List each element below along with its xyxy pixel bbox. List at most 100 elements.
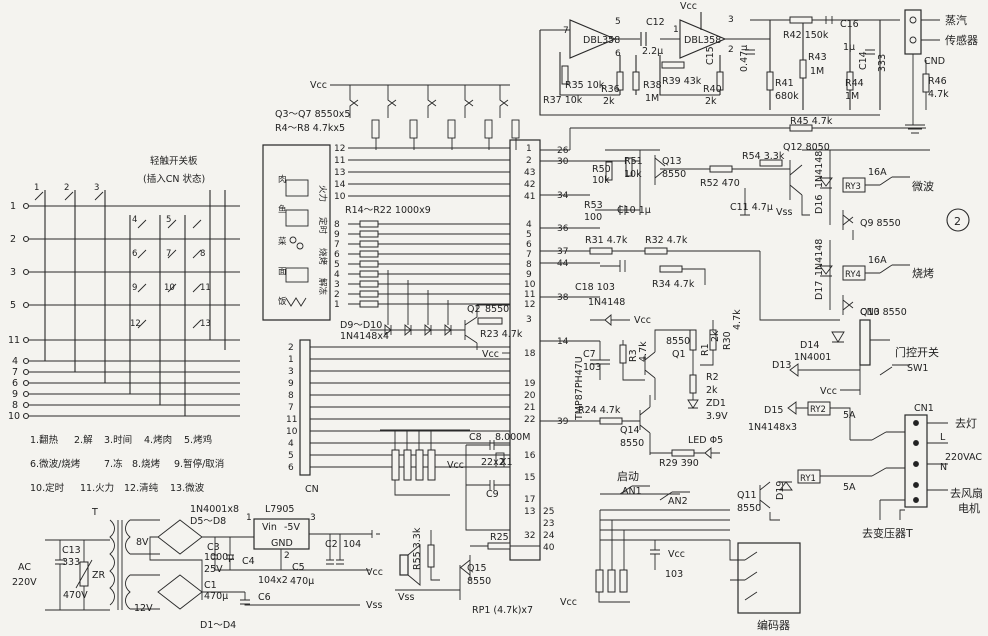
- legend-item: 8.烧烤: [132, 458, 161, 470]
- v5-label: -5V: [284, 522, 300, 533]
- mcu-pin: 41: [524, 192, 535, 202]
- crystal-section: C8 8.000M Vcc 22x2 X1 C9: [380, 429, 530, 531]
- r35-label: R35 10k: [565, 80, 605, 91]
- r25-label: R25: [490, 532, 509, 543]
- r38-value: 1M: [645, 93, 659, 104]
- vcc-label: Vcc: [310, 80, 327, 91]
- ac-label: AC: [18, 562, 31, 573]
- mcu-pin: 4: [526, 220, 532, 230]
- panel-label: 火力: [317, 185, 328, 202]
- row-label: 5: [10, 300, 16, 311]
- diodes-label: 1N4001x8: [190, 504, 239, 515]
- mcu-pin: 15: [524, 473, 535, 483]
- q15-value: 8550: [467, 576, 491, 587]
- mcu-pin: 22: [524, 415, 535, 425]
- seg-resistors-label: R14～R22 1000x9: [345, 205, 431, 216]
- keypad-title: 轻触开关板: [150, 155, 198, 167]
- vss-label: Vss: [776, 207, 792, 218]
- c13-value: 333: [62, 557, 80, 568]
- fuse-label: 5A: [843, 410, 856, 421]
- r45-label: R45 4.7k: [790, 116, 833, 127]
- mcu-pin: 17: [524, 495, 535, 505]
- r4-r8-label: R4～R8 4.7kx5: [275, 123, 345, 134]
- mcu-pin: 43: [524, 168, 535, 178]
- mcu-pin: 21: [524, 403, 535, 413]
- r53-label: R53: [584, 200, 603, 211]
- d17-label: D17: [814, 281, 825, 300]
- c3-voltage: 25V: [204, 564, 223, 575]
- legend-item: 10.定时: [30, 482, 65, 494]
- sw1-label: SW1: [907, 363, 928, 374]
- pin-number: 12: [334, 144, 345, 154]
- legend-item: 3.时间: [104, 434, 132, 446]
- legend-item: 1.翻热: [30, 434, 59, 446]
- r53-value: 100: [584, 212, 602, 223]
- pin: 3: [310, 513, 316, 523]
- vcc-label: Vcc: [668, 549, 685, 560]
- cn-pin: 6: [288, 463, 294, 473]
- ac-voltage-label: 220V: [12, 577, 37, 588]
- legend-item: 7.冻: [104, 458, 123, 470]
- mcu-pin: 7: [526, 250, 532, 260]
- zr-label: ZR: [92, 570, 106, 581]
- key-label: 4: [132, 215, 137, 225]
- r1-value: 2k: [710, 330, 721, 342]
- c8-label: C8: [469, 432, 482, 443]
- r34-label: R34 4.7k: [652, 279, 695, 290]
- key-label: 9: [132, 283, 137, 293]
- pin: 2: [284, 551, 290, 561]
- varistor-voltage: 470V: [63, 590, 88, 601]
- row-label: 9: [12, 389, 18, 400]
- d15-value: 1N4148x3: [748, 422, 797, 433]
- cn3-label: CN3: [860, 307, 880, 318]
- d13-label: D13: [772, 360, 791, 371]
- r23-label: R23 4.7k: [480, 329, 523, 340]
- mcu-pin: 38: [557, 293, 569, 303]
- vss-label: Vss: [398, 592, 414, 603]
- v12-label: 12V: [134, 603, 153, 614]
- q2-type: 8550: [485, 304, 509, 315]
- d19-label: D19: [775, 481, 786, 500]
- c5-value: 470μ: [290, 576, 314, 587]
- pin-number: 8: [334, 220, 340, 230]
- q2-label: Q2: [467, 304, 481, 315]
- q14-label: Q14: [620, 425, 640, 436]
- mcu-pin: 8: [526, 260, 532, 270]
- page-number: 2: [954, 215, 961, 228]
- panel-side: 饭: [278, 296, 287, 307]
- legend-item: 9.暂停/取消: [174, 458, 224, 470]
- mcu-pin: 5: [526, 230, 532, 240]
- d15-label: D15: [764, 405, 783, 416]
- r55-label: R55 3.3k: [412, 527, 423, 570]
- op1-label: DBL358: [583, 35, 620, 46]
- d16-label: D16: [814, 195, 825, 214]
- pin-number: 4: [334, 270, 340, 280]
- c1-value: 470μ: [204, 591, 228, 602]
- panel-side: 鱼: [278, 204, 287, 215]
- mcu-pin: 12: [524, 300, 535, 310]
- r46-label: R46: [928, 76, 947, 87]
- pin-number: 10: [334, 192, 346, 202]
- r50-label: R50: [592, 164, 611, 175]
- cn-pin: 9: [288, 379, 294, 389]
- legend-item: 13.微波: [170, 482, 205, 494]
- mcu-pin: 9: [526, 270, 532, 280]
- r46-value: 4.7k: [928, 89, 949, 100]
- row-label: 3: [10, 267, 16, 278]
- pin-number: 14: [334, 180, 346, 190]
- pin: 1: [246, 513, 252, 523]
- c15-label: C15: [705, 46, 716, 65]
- ry2-label: RY2: [810, 405, 826, 415]
- start-label: 启动: [617, 470, 639, 483]
- r38-label: R38: [643, 80, 662, 91]
- mcu-pin: 25: [543, 507, 554, 517]
- lamp-label: 去灯: [955, 417, 977, 430]
- line-label: L: [940, 432, 946, 443]
- neutral-label: N: [940, 462, 947, 473]
- q15-label: Q15: [467, 563, 487, 574]
- buzzer-section: 1N4148 Vcc C7 103 R3 4.7k 8550 Q1 R1 2k …: [395, 297, 801, 632]
- row-label: 2: [10, 234, 16, 245]
- pin-number: 11: [334, 156, 345, 166]
- q3-q7-label: Q3～Q7 8550x5: [275, 109, 350, 120]
- cn1-label: CN1: [914, 403, 934, 414]
